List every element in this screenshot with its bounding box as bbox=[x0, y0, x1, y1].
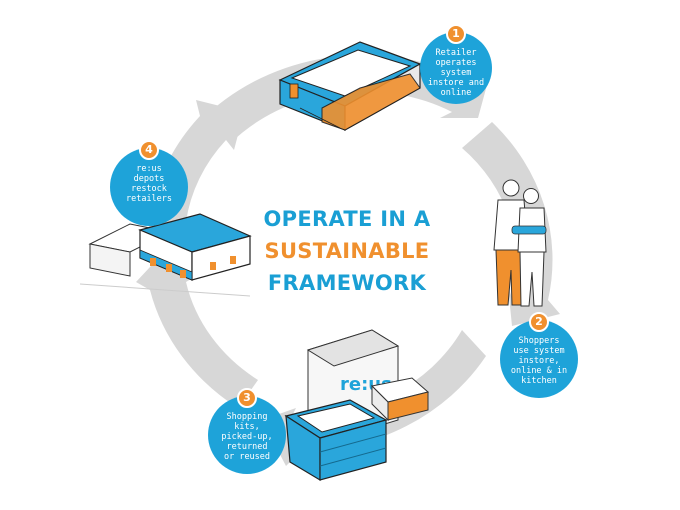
step-2-number: 2 bbox=[529, 312, 549, 332]
warehouse-illustration bbox=[79, 213, 252, 297]
store-illustration bbox=[278, 41, 422, 132]
step-3-bubble: 3 Shopping kits, picked-up, returned or … bbox=[208, 388, 286, 474]
step-4-text: re:us depots restock retailers bbox=[125, 164, 173, 204]
step-1-bubble: 1 Retailer operates system instore and o… bbox=[420, 24, 492, 104]
center-title: OPERATE IN A SUSTAINABLE FRAMEWORK bbox=[252, 203, 442, 299]
ring-arrow-left bbox=[136, 252, 258, 408]
step-4-number: 4 bbox=[139, 140, 159, 160]
shoppers-illustration bbox=[493, 179, 547, 307]
step-3-number: 3 bbox=[237, 388, 257, 408]
center-title-line-3: FRAMEWORK bbox=[267, 271, 427, 295]
step-3-text: Shopping kits, picked-up, returned or re… bbox=[221, 412, 273, 462]
step-1-number: 1 bbox=[446, 24, 466, 44]
step-1-text: Retailer operates system instore and onl… bbox=[427, 48, 485, 98]
step-2-bubble: 2 Shoppers use system instore, online & … bbox=[500, 312, 578, 398]
step-2-text: Shoppers use system instore, online & in… bbox=[510, 336, 568, 386]
bag-and-crates-illustration: re:us bbox=[284, 329, 430, 482]
center-title-line-1: OPERATE IN A bbox=[263, 207, 431, 231]
step-4-bubble: 4 re:us depots restock retailers bbox=[110, 140, 188, 226]
center-title-line-2: SUSTAINABLE bbox=[264, 239, 430, 263]
